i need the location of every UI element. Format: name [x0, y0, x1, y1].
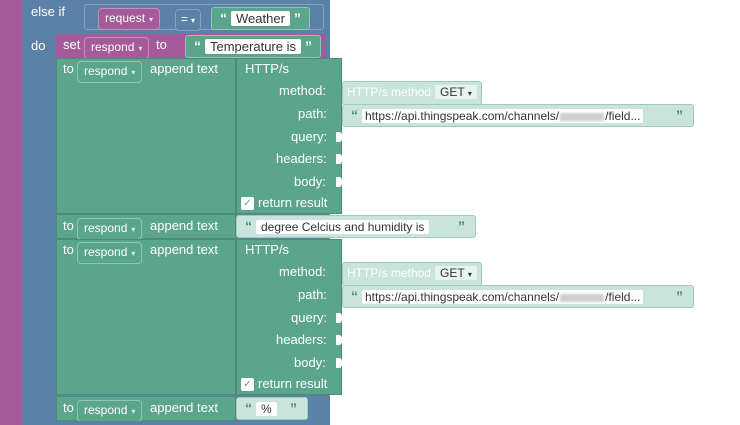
path-string[interactable]: “https://api.thingspeak.com/channels//fi… [342, 285, 694, 308]
query-label: query: [291, 129, 328, 144]
close-quote-icon: ” [458, 218, 465, 234]
body-label: body: [294, 355, 326, 370]
dropdown-arrow-icon: ▾ [149, 15, 154, 24]
variable-respond[interactable]: respond▾ [77, 400, 143, 422]
return-result[interactable]: ✓return result [241, 193, 327, 213]
append-to-label: to [63, 218, 74, 233]
method-dropdown[interactable]: GET ▾ [435, 85, 477, 99]
method-label: method: [279, 83, 326, 98]
dropdown-arrow-icon: ▾ [131, 407, 136, 416]
open-quote-icon: “ [351, 107, 358, 123]
to-label: to [156, 37, 167, 52]
dropdown-arrow-icon: ▾ [138, 44, 143, 53]
open-quote-icon: “ [245, 400, 252, 416]
path-string[interactable]: “https://api.thingspeak.com/channels//fi… [342, 104, 694, 127]
redacted-channel-id [560, 293, 605, 302]
variable-request[interactable]: request▾ [98, 8, 161, 30]
append-block-3[interactable] [56, 239, 236, 395]
headers-socket[interactable] [336, 335, 342, 345]
body-label: body: [294, 174, 326, 189]
http-block-2[interactable] [236, 239, 342, 395]
else-if-label: else if [31, 4, 65, 19]
string-percent[interactable]: “%” [236, 397, 308, 420]
append-text-label: append text [150, 242, 218, 257]
path-label: path: [298, 287, 327, 302]
variable-respond[interactable]: respond▾ [77, 242, 143, 264]
else-if-bottom [52, 421, 330, 425]
checkbox-checked-icon[interactable]: ✓ [241, 378, 254, 392]
append-text-label: append text [150, 400, 218, 415]
append-to-label: to [63, 242, 74, 257]
string-celcius[interactable]: “degree Celcius and humidity is” [236, 215, 476, 238]
dropdown-arrow-icon: ▾ [131, 68, 136, 77]
dropdown-arrow-icon: ▾ [467, 89, 472, 98]
close-quote-icon: ” [676, 288, 683, 304]
method-label: method: [279, 264, 326, 279]
query-socket[interactable] [336, 132, 342, 142]
body-socket[interactable] [336, 177, 342, 187]
query-label: query: [291, 310, 328, 325]
headers-socket[interactable] [336, 154, 342, 164]
body-socket[interactable] [336, 358, 342, 368]
do-label: do [31, 38, 46, 53]
close-quote-icon: ” [304, 38, 312, 54]
return-result[interactable]: ✓return result [241, 374, 327, 394]
close-quote-icon: ” [676, 107, 683, 123]
append-to-label: to [63, 61, 74, 76]
checkbox-checked-icon[interactable]: ✓ [241, 197, 254, 211]
dropdown-arrow-icon: ▾ [467, 270, 472, 279]
append-text-label: append text [150, 61, 218, 76]
redacted-channel-id [560, 112, 605, 121]
open-quote-icon: “ [220, 10, 227, 26]
path-label: path: [298, 106, 327, 121]
open-quote-icon: “ [194, 38, 201, 54]
append-text-label: append text [150, 218, 218, 233]
string-weather[interactable]: “Weather” [211, 7, 310, 30]
query-socket[interactable] [336, 313, 342, 323]
set-label: set [63, 37, 81, 52]
string-temperature[interactable]: “Temperature is” [185, 35, 321, 58]
dropdown-arrow-icon: ▾ [131, 225, 136, 234]
else-if-body [22, 0, 52, 425]
open-quote-icon: “ [245, 218, 252, 234]
close-quote-icon: ” [293, 10, 301, 26]
operator-dropdown[interactable]: =▾ [175, 9, 202, 31]
append-to-label: to [63, 400, 74, 415]
procedure-block[interactable] [0, 0, 22, 425]
dropdown-arrow-icon: ▾ [131, 249, 136, 258]
headers-label: headers: [276, 151, 327, 166]
http-title: HTTP/s [245, 242, 290, 257]
append-block-1[interactable] [56, 58, 236, 214]
method-dropdown[interactable]: GET ▾ [435, 266, 477, 280]
open-quote-icon: “ [351, 288, 358, 304]
variable-respond[interactable]: respond▾ [77, 61, 143, 83]
variable-respond[interactable]: respond▾ [77, 218, 143, 240]
close-quote-icon: ” [290, 400, 297, 416]
dropdown-arrow-icon: ▾ [191, 16, 196, 25]
headers-label: headers: [276, 332, 327, 347]
variable-respond[interactable]: respond▾ [84, 37, 150, 59]
http-title: HTTP/s [245, 61, 290, 76]
